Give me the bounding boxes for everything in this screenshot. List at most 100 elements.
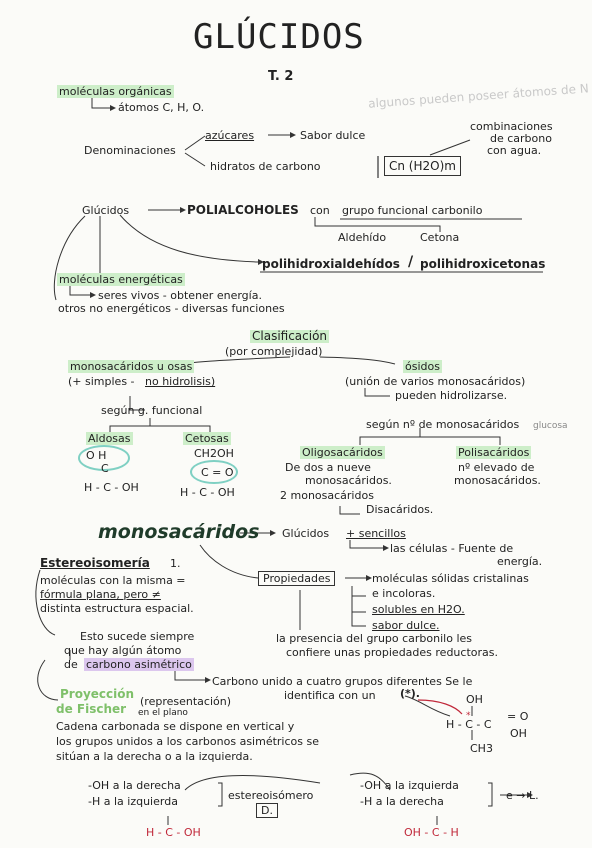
l-line1: -OH a la izquierda (360, 779, 459, 792)
by-functional-group: según g. funcional (101, 404, 203, 417)
union-label: (unión de varios monosacáridos) (345, 375, 526, 388)
aldose-line2: C (101, 462, 109, 475)
fischer-line1: Cadena carbonada se dispone en vertical … (56, 720, 295, 733)
fischer-plane: en el plano (138, 708, 188, 718)
d-fischer-formula: H - C - OH (146, 826, 201, 839)
carbon-line1: Carbono unido a cuatro grupos diferentes… (212, 675, 473, 688)
energy-label: energía. (497, 555, 543, 568)
poly-line1: nº elevado de (458, 461, 535, 474)
monosaccharides-title: monosacáridos (98, 521, 260, 543)
simplest-label: + sencillos (346, 527, 406, 540)
presence-line2: confiere unas propiedades reductoras. (286, 646, 498, 659)
page-title: GLÚCIDOS (193, 17, 365, 57)
property-2: e incoloras. (372, 587, 436, 600)
polysaccharides-label: Polisacáridos (456, 446, 532, 459)
l-line2: -H a la derecha (360, 795, 444, 808)
asym-line3a: de (64, 658, 78, 671)
stereoisomer-label: estereoisómero (228, 789, 314, 802)
atoms-label: átomos C, H, O. (118, 101, 205, 114)
mono-sub-b: no hidrolisis) (145, 375, 216, 388)
watermark-text: glucosa (533, 421, 568, 431)
ketoses-label: Cetosas (183, 432, 231, 445)
slash-label: / (408, 254, 414, 270)
fischer-title-2: de Fischer (56, 702, 127, 716)
asym-line2: que hay algún átomo (64, 644, 182, 657)
l-arrow-label: e → L. (506, 789, 539, 802)
aldose-line1: O H (86, 449, 107, 462)
stereo-number: 1. (170, 557, 181, 570)
of-carbon-label: de carbono (490, 132, 552, 145)
denominations-label: Denominaciones (84, 144, 176, 157)
molecule-star: * (466, 711, 471, 721)
stereo-line2: fórmula plana, pero ≠ (40, 588, 161, 601)
asterisk-mark: (*). (400, 687, 420, 700)
d-line1: -OH a la derecha (88, 779, 181, 792)
poly-line2: monosacáridos. (454, 474, 541, 487)
polyhydroxyaldehydes-label: polihidroxialdehídos (262, 257, 400, 271)
ketone-label: Cetona (420, 231, 460, 244)
fischer-title-1: Proyección (60, 687, 135, 701)
aldehyde-group-ring (78, 445, 130, 471)
other-functions-label: otros no energéticos - diversas funcione… (58, 302, 285, 315)
energy-molecules-label: moléculas energéticas (57, 273, 185, 286)
carbon-line2: identifica con un (284, 689, 376, 702)
polyalcohols-label: POLIALCOHOLES (187, 203, 299, 217)
fischer-line2: los grupos unidos a los carbonos asimétr… (56, 735, 319, 748)
oligo-line3: 2 monosacáridos (280, 489, 374, 502)
molecule-o: = O (507, 710, 529, 723)
mono-sub-a: (+ simples - (68, 375, 135, 388)
aldehyde-label: Aldehído (338, 231, 387, 244)
carbonyl-group-label: grupo funcional carbonilo (342, 204, 483, 217)
with-water-label: con agua. (487, 144, 542, 157)
oligosaccharides-label: Oligosacáridos (300, 446, 385, 459)
ketose-line1: CH2OH (194, 447, 234, 460)
fischer-line3: sitúan a la derecha o a la izquierda. (56, 750, 253, 763)
stereo-line1: moléculas con la misma = (40, 574, 186, 587)
ketose-line3: H - C - OH (180, 486, 235, 499)
asym-line1: Esto sucede siempre (80, 630, 195, 643)
property-1: moléculas sólidas cristalinas (372, 572, 529, 585)
asymmetric-carbon-label: carbono asimétrico (84, 658, 194, 671)
d-label: D. (256, 803, 278, 818)
glucids-label: Glúcidos (82, 204, 130, 217)
molecule-ch3: CH3 (470, 742, 493, 755)
molecule-oh-top: OH (466, 693, 483, 706)
properties-label: Propiedades (258, 571, 336, 586)
property-4: sabor dulce. (372, 619, 440, 632)
stereo-line3: distinta estructura espacial. (40, 602, 194, 615)
property-3: solubles en H2O. (372, 603, 465, 616)
organic-molecules-label: moléculas orgánicas (57, 85, 174, 98)
living-beings-label: seres vivos - obtener energía. (98, 289, 262, 302)
ketone-group-ring (190, 460, 238, 484)
polyhydroxyketones-label: polihidroxicetonas (420, 257, 546, 271)
oligo-line1: De dos a nueve (285, 461, 371, 474)
monosaccharides-label: monosacáridos u osas (68, 360, 195, 373)
mono-glucids: Glúcidos (282, 527, 330, 540)
l-fischer-formula: OH - C - H (404, 826, 459, 839)
can-hydrolyze-label: pueden hidrolizarse. (395, 389, 508, 402)
general-formula: Cn (H2O)m (384, 156, 461, 176)
classification-sub: (por complejidad) (225, 345, 323, 358)
stereoisomerism-title: Estereoisomería (40, 556, 150, 570)
disaccharides-label: Disacáridos. (366, 503, 434, 516)
presence-line1: la presencia del grupo carbonilo les (276, 632, 473, 645)
classification-title: Clasificación (250, 329, 330, 343)
topic-number: T. 2 (268, 69, 294, 84)
by-number-label: según nº de monosacáridos (366, 418, 520, 431)
carbohydrates-label: hidratos de carbono (210, 160, 321, 173)
ketose-line2: C = O (201, 466, 234, 479)
osides-label: ósidos (403, 360, 442, 373)
with-label: con (310, 204, 330, 217)
aldoses-label: Aldosas (86, 432, 133, 445)
molecule-middle: H - C - C (446, 718, 492, 731)
fischer-representation: (representación) (140, 695, 231, 708)
aldose-line3: H - C - OH (84, 481, 139, 494)
sweet-taste-label: Sabor dulce (300, 129, 366, 142)
combinations-label: combinaciones (470, 120, 553, 133)
oligo-line2: monosacáridos. (305, 474, 392, 487)
molecule-oh-right: OH (510, 727, 527, 740)
d-line2: -H a la izquierda (88, 795, 178, 808)
sugars-label: azúcares (205, 129, 255, 142)
